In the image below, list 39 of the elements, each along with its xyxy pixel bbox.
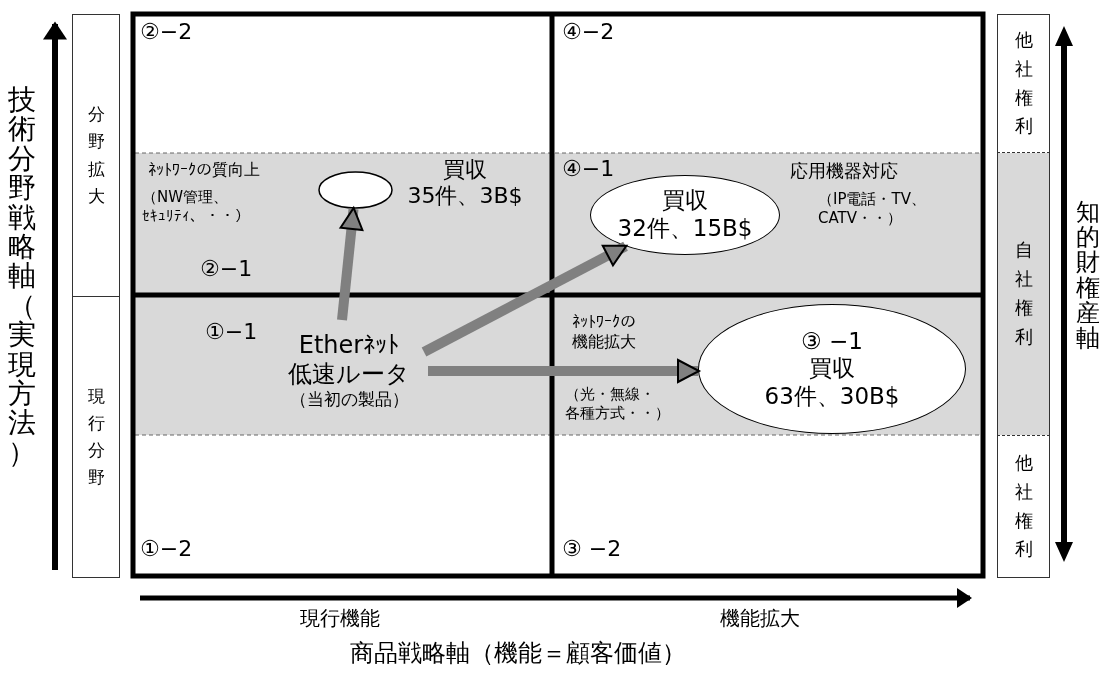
category-box: [997, 14, 1050, 153]
block-arrow: [428, 359, 700, 383]
axis-title: 商品戦略軸（機能＝顧客価値）: [350, 638, 686, 668]
region-label: ﾈｯﾄﾜｰｸの機能拡大: [572, 312, 637, 352]
category-box: [997, 153, 1050, 435]
acquisition-label: 63件、30B$: [764, 382, 900, 411]
region-label: 応用機器対応: [790, 160, 898, 183]
quadrant-number: ①−1: [205, 318, 258, 346]
product-label: Etherﾈｯﾄ低速ルータ: [287, 331, 411, 389]
axis-label: 現行機能: [300, 606, 380, 631]
category-box: [72, 14, 120, 297]
quadrant-number: ②−2: [140, 18, 193, 46]
block-arrow: [337, 207, 364, 321]
category-box: [997, 435, 1050, 578]
quadrant-number: ②−1: [200, 255, 253, 283]
block-arrow: [421, 241, 628, 357]
acquisition-label: 買収 35件、3B$: [406, 157, 524, 210]
category-label: 現行分野: [87, 384, 105, 490]
acquisition-label: 買収: [662, 187, 708, 215]
region-note: （NW管理、ｾｷｭﾘﾃｨ、・・）: [142, 188, 251, 226]
region-note: （光・無線・各種方式・・）: [565, 385, 671, 423]
acquisition-label: 買収: [809, 355, 855, 383]
category-box: [72, 296, 120, 578]
category-label: 分野拡大: [87, 103, 105, 208]
region-label: ﾈｯﾄﾜｰｸの質向上: [148, 160, 260, 180]
quadrant-number: ④−2: [562, 18, 615, 46]
acquisition-label: 32件、15B$: [617, 215, 753, 243]
axis-label: 機能拡大: [720, 606, 800, 631]
category-label: 自社権利: [1014, 238, 1033, 349]
acquisition-label: ③ −1: [801, 327, 863, 356]
region-note: （IP電話・TV、CATV・・）: [818, 190, 927, 228]
quadrant-number: ④−1: [562, 155, 615, 183]
axis-title: 技術分野戦略軸（実現方法）: [6, 85, 38, 468]
quadrant-number: ①−2: [140, 535, 193, 563]
product-label: （当初の製品）: [289, 388, 409, 409]
category-label: 他社権利: [1014, 450, 1033, 562]
category-label: 他社権利: [1014, 27, 1033, 139]
axis-title: 知的財権産軸: [1074, 200, 1102, 352]
quadrant-number: ③ −2: [562, 535, 622, 563]
